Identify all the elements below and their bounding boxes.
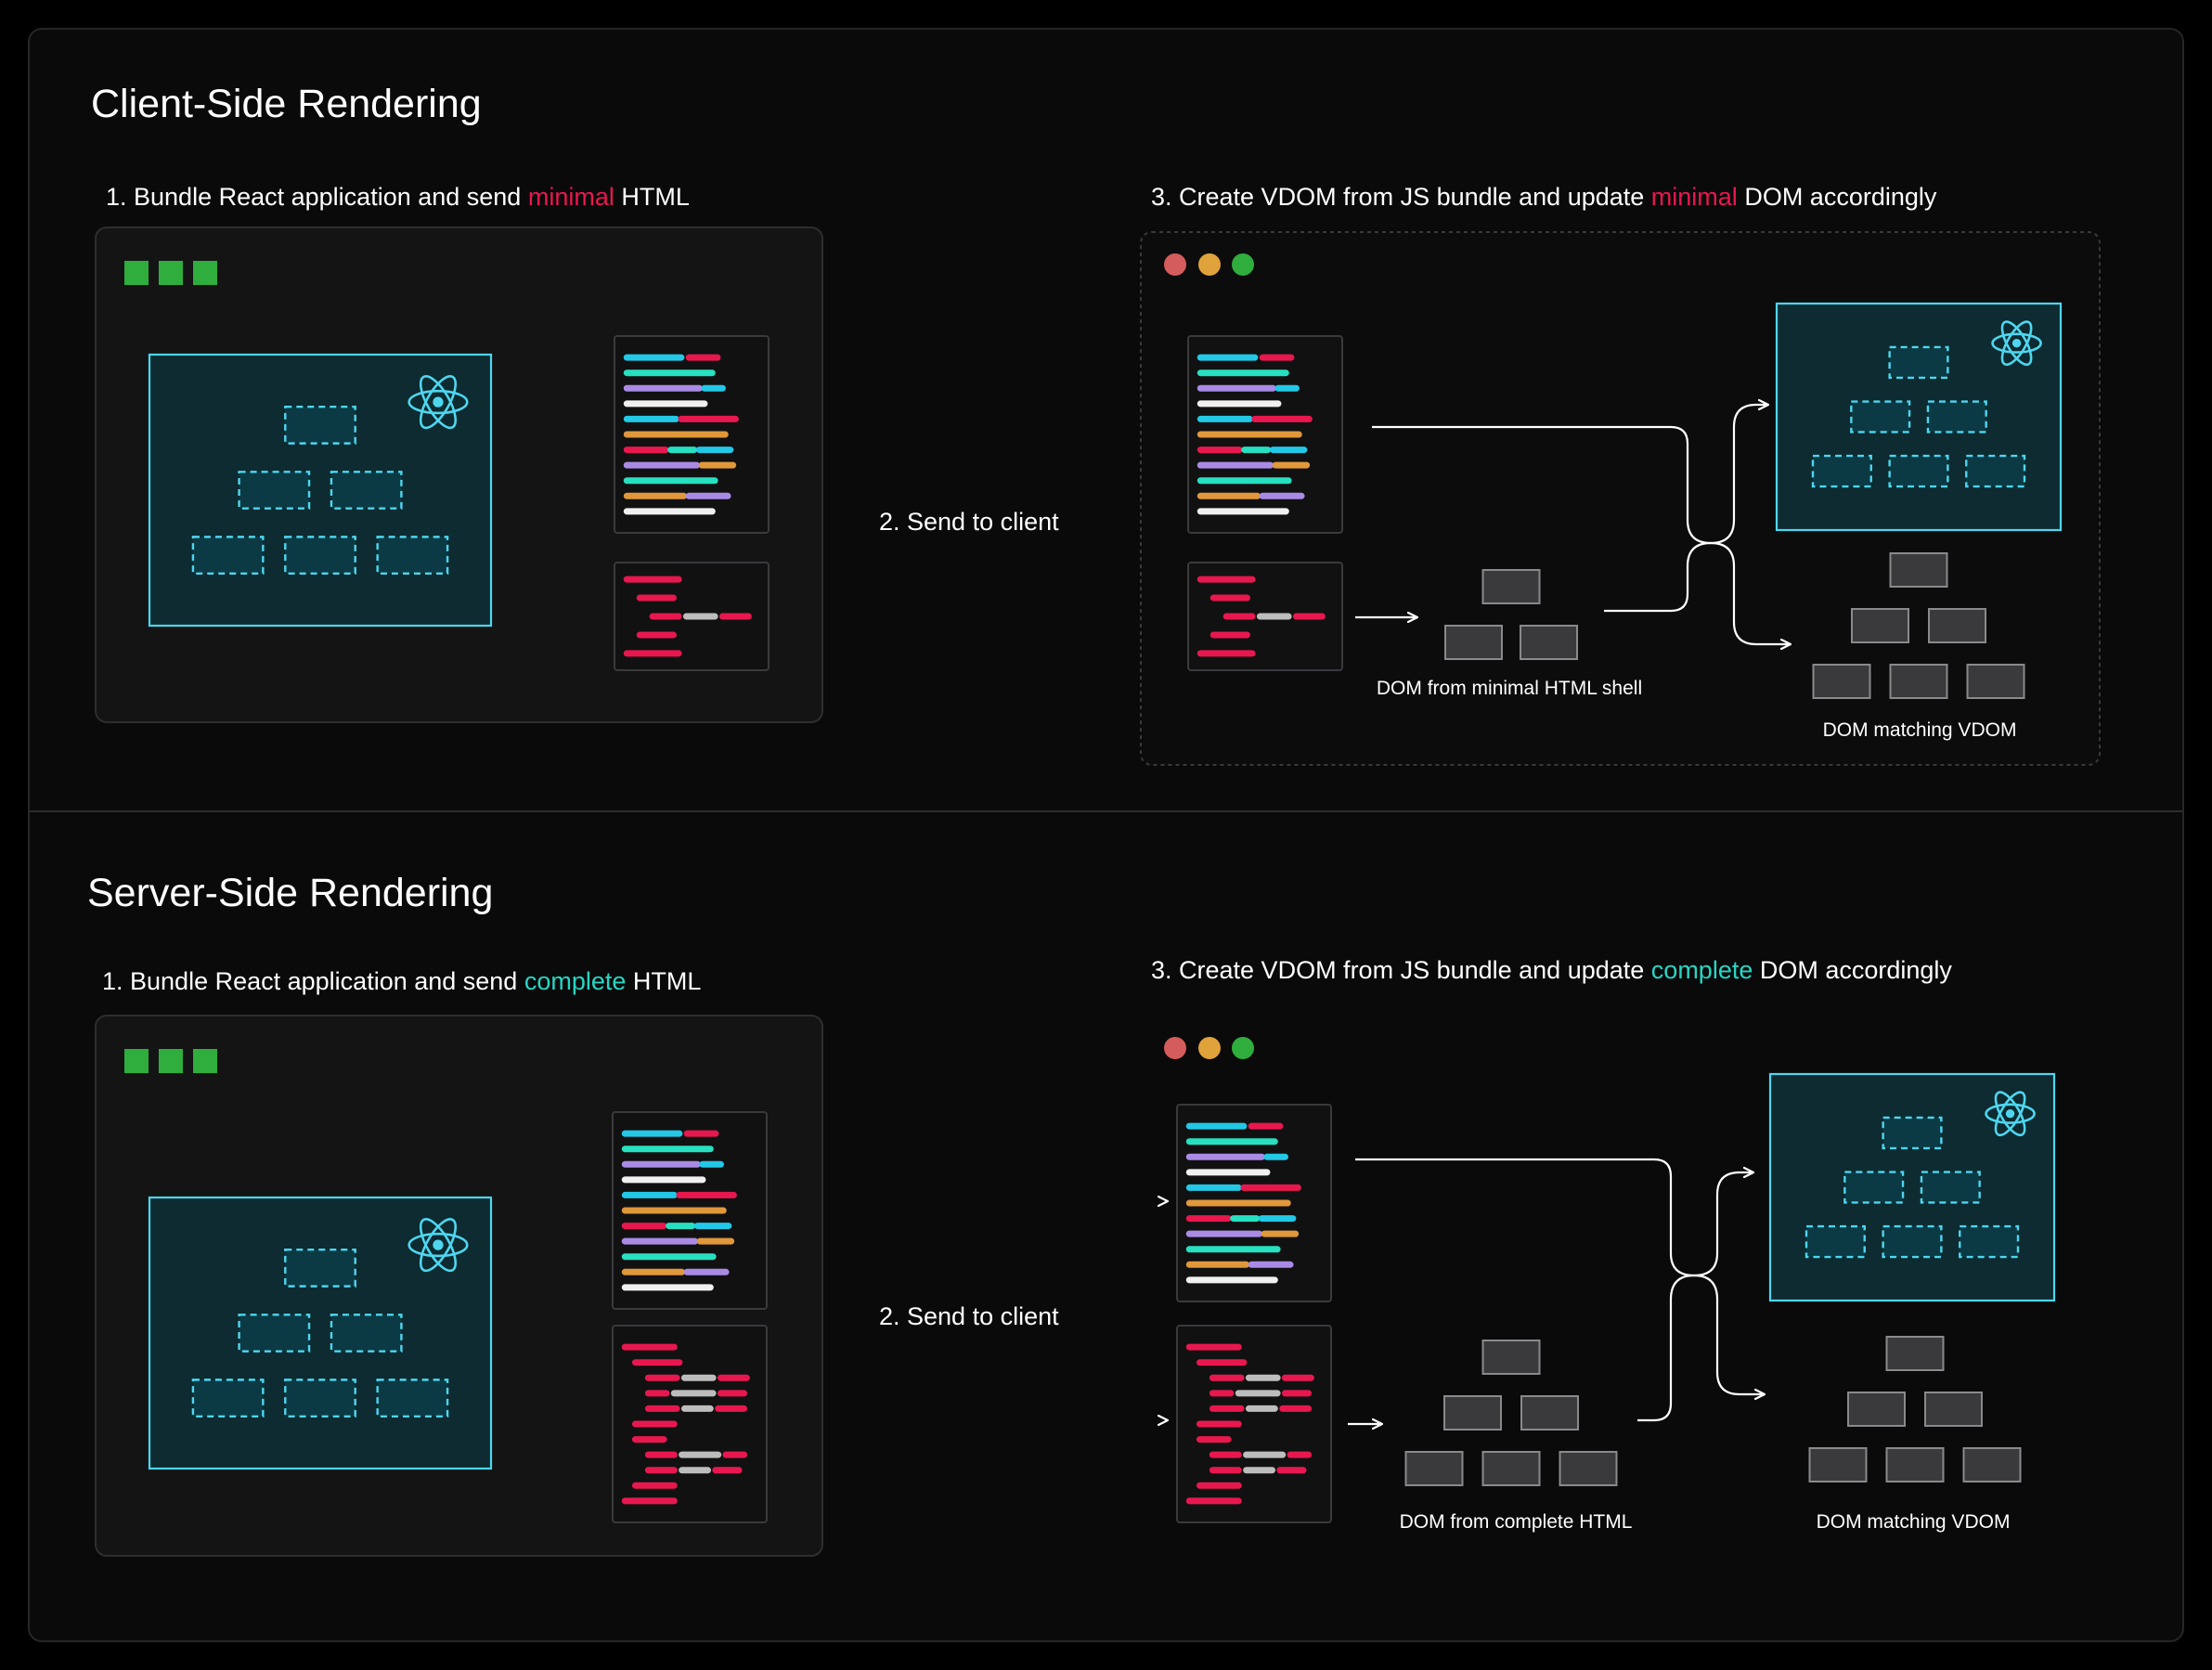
react-icon — [407, 375, 469, 430]
code-file-icon — [614, 335, 770, 534]
code-file-icon — [1187, 335, 1343, 534]
vdom-node — [284, 1249, 356, 1288]
code-file-icon — [1176, 1104, 1332, 1302]
connector-line — [1710, 541, 1791, 644]
dom-node — [1962, 1447, 2022, 1482]
connector-line — [1637, 1274, 1695, 1422]
window-controls-icon — [1164, 1037, 1254, 1059]
react-icon — [1991, 320, 2042, 367]
csr-section: Client-Side Rendering 1. Bundle React ap… — [91, 82, 2101, 766]
dom-tree-icon — [1444, 569, 1578, 660]
connector-line — [1710, 405, 1768, 545]
html-file-icon — [614, 562, 770, 671]
csr-server-vdom-panel — [148, 353, 493, 628]
connector-line — [1355, 1158, 1695, 1277]
dom-node — [1885, 1447, 1945, 1482]
connector-line — [1372, 425, 1712, 545]
vdom-node — [376, 1379, 449, 1418]
code-file-icon — [612, 1111, 768, 1310]
vdom-node — [191, 1379, 265, 1418]
vdom-node — [284, 1379, 356, 1418]
vdom-node — [238, 471, 311, 510]
vdom-node — [284, 406, 356, 445]
vdom-node — [1926, 400, 1987, 434]
dom-node — [1889, 552, 1948, 588]
dom-node — [1481, 569, 1541, 604]
vdom-node — [238, 1314, 311, 1353]
ssr-section: Server-Side Rendering 1. Bundle React ap… — [87, 871, 2056, 1557]
csr-step1-text: 1. Bundle React application and send min… — [106, 183, 690, 211]
dom-node — [1404, 1451, 1464, 1486]
dom-node — [1808, 1447, 1868, 1482]
csr-title: Client-Side Rendering — [91, 82, 482, 126]
window-controls-icon — [124, 261, 217, 285]
dom-node — [1444, 625, 1503, 660]
csr-dom-vdom-label: DOM matching VDOM — [1823, 719, 2017, 741]
ssr-dom-shell-label: DOM from complete HTML — [1400, 1511, 1633, 1533]
ssr-client-vdom-panel — [1768, 1072, 2056, 1302]
dom-node — [1928, 608, 1986, 643]
connector-line — [1604, 541, 1712, 613]
vdom-node — [1843, 1171, 1905, 1204]
csr-client-vdom-panel — [1775, 302, 2063, 532]
dom-node — [1481, 1340, 1541, 1375]
dom-node — [1520, 1395, 1579, 1431]
react-icon — [1985, 1091, 2036, 1137]
dom-node — [1885, 1336, 1945, 1371]
vdom-node — [330, 1314, 403, 1353]
vdom-node — [1959, 1224, 2020, 1259]
ssr-step3-text: 3. Create VDOM from JS bundle and update… — [1151, 956, 1952, 984]
vdom-node — [1811, 454, 1872, 488]
csr-step3-text: 3. Create VDOM from JS bundle and update… — [1151, 183, 1937, 211]
ssr-title: Server-Side Rendering — [87, 871, 493, 915]
vdom-node — [1888, 454, 1949, 488]
window-controls-icon — [124, 1049, 217, 1073]
connector-line — [1693, 1274, 1765, 1394]
dom-node — [1520, 625, 1578, 660]
dom-node — [1812, 664, 1871, 699]
vdom-node — [1882, 1116, 1943, 1150]
vdom-node — [1882, 1224, 1943, 1259]
csr-step2-text: 2. Send to client — [879, 508, 1059, 536]
connector-line — [1693, 1172, 1753, 1277]
dom-node — [1559, 1451, 1618, 1486]
dom-tree-icon — [1404, 1340, 1618, 1486]
csr-step1-highlight: minimal — [528, 183, 614, 211]
ssr-step1-text: 1. Bundle React application and send com… — [102, 967, 701, 995]
vdom-node — [1920, 1171, 1981, 1204]
ssr-step3-highlight: complete — [1651, 956, 1753, 984]
vdom-node — [1805, 1224, 1866, 1259]
vdom-node — [191, 536, 265, 575]
dom-node — [1889, 664, 1948, 699]
ssr-server-vdom-panel — [148, 1196, 493, 1470]
html-file-icon — [1176, 1325, 1332, 1523]
vdom-node — [330, 471, 403, 510]
dom-node — [1443, 1395, 1502, 1431]
dom-tree-icon — [1812, 552, 2025, 699]
ssr-dom-vdom-label: DOM matching VDOM — [1817, 1511, 2011, 1533]
window-controls-icon — [1164, 253, 1254, 276]
csr-step3-highlight: minimal — [1651, 183, 1738, 211]
vdom-node — [1888, 345, 1949, 380]
vdom-node — [1850, 400, 1911, 434]
html-file-icon — [612, 1325, 768, 1523]
vdom-node — [1965, 454, 2026, 488]
vdom-node — [376, 536, 449, 575]
ssr-step2-text: 2. Send to client — [879, 1302, 1059, 1330]
dom-node — [1966, 664, 2025, 699]
csr-dom-shell-label: DOM from minimal HTML shell — [1377, 678, 1642, 699]
dom-node — [1847, 1392, 1906, 1427]
dom-tree-icon — [1808, 1336, 2022, 1482]
dom-node — [1924, 1392, 1983, 1427]
dom-node — [1851, 608, 1909, 643]
react-icon — [407, 1218, 469, 1273]
ssr-step1-highlight: complete — [524, 967, 627, 995]
vdom-node — [284, 536, 356, 575]
dom-node — [1481, 1451, 1541, 1486]
html-file-icon — [1187, 562, 1343, 671]
